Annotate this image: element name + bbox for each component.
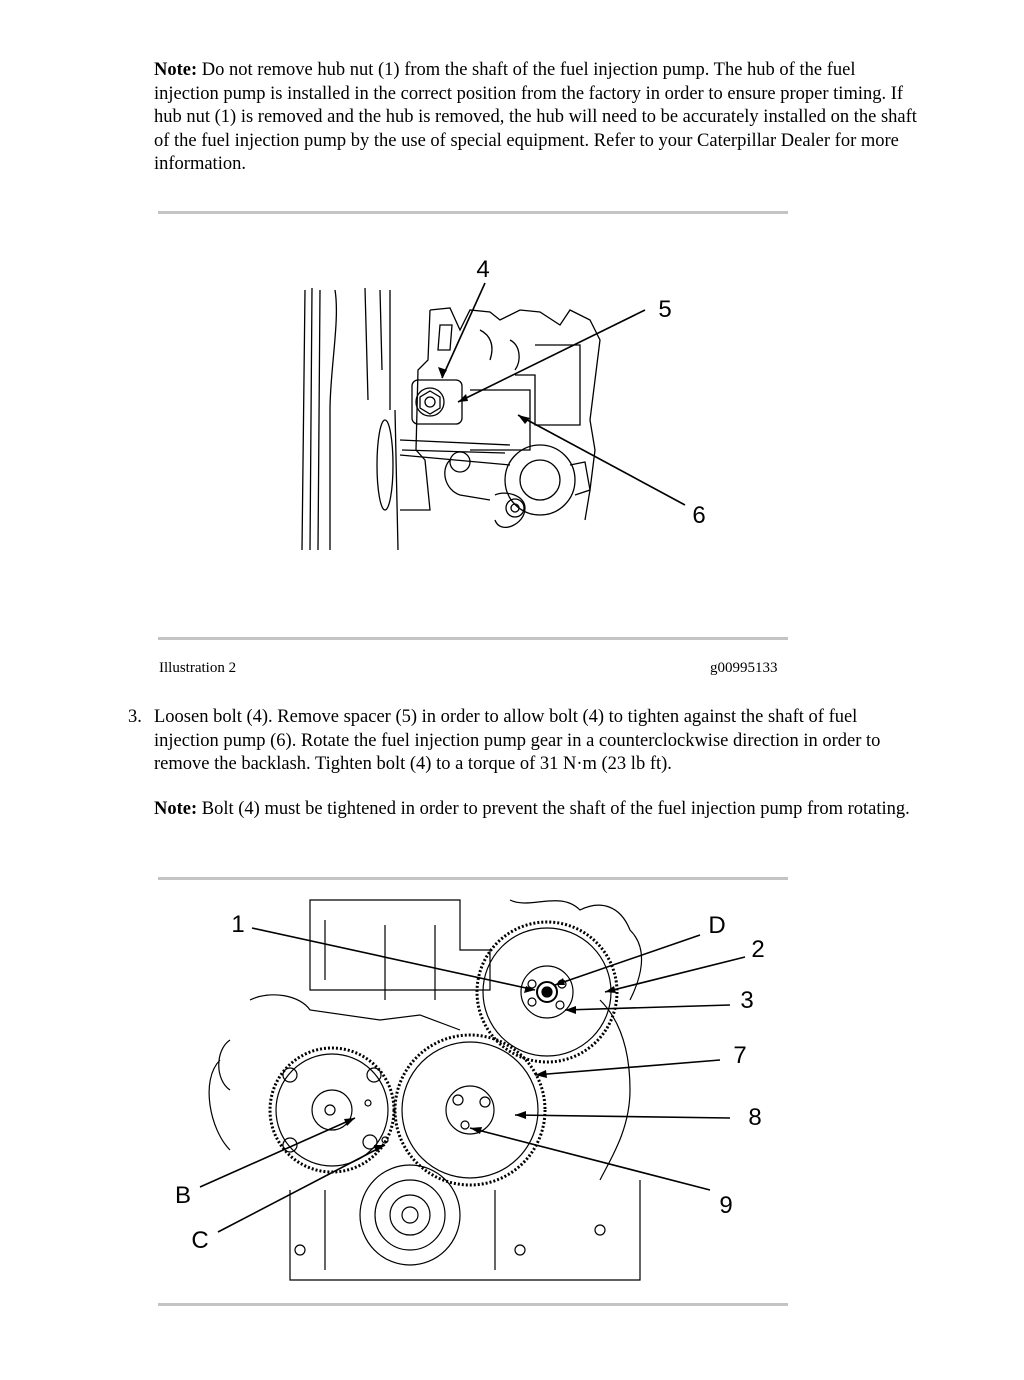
callout-5: 5 — [658, 296, 671, 323]
illustration-2-top-rule — [158, 211, 788, 214]
callout-7: 7 — [733, 1042, 746, 1069]
illustration-3-bottom-rule — [158, 1303, 788, 1306]
note-paragraph-2: Note: Bolt (4) must be tightened in orde… — [154, 798, 924, 822]
callout-C: C — [191, 1227, 208, 1254]
callout-3: 3 — [740, 987, 753, 1014]
callout-D: D — [708, 912, 725, 939]
step-3-text: Loosen bolt (4). Remove spacer (5) in or… — [154, 707, 881, 774]
note-paragraph-1: Note: Do not remove hub nut (1) from the… — [154, 59, 924, 177]
illustration-3-top-rule — [158, 877, 788, 880]
note-text: Do not remove hub nut (1) from the shaft… — [154, 60, 917, 174]
callout-B: B — [175, 1182, 191, 1209]
note-text: Bolt (4) must be tightened in order to p… — [201, 799, 910, 819]
illustration-2-bottom-rule — [158, 637, 788, 640]
callout-8: 8 — [748, 1104, 761, 1131]
illustration-code: g00995133 — [710, 660, 778, 676]
callout-4: 4 — [476, 256, 489, 283]
callout-2: 2 — [751, 936, 764, 963]
callout-9: 9 — [719, 1192, 732, 1219]
callout-6: 6 — [692, 502, 705, 529]
callout-1: 1 — [231, 911, 244, 938]
note-label: Note: — [154, 799, 198, 819]
illustration-caption: Illustration 2 — [159, 660, 237, 676]
illustration-3-figure: 1 D 2 3 7 8 9 B C — [175, 899, 765, 1281]
step-number: 3. — [128, 707, 142, 727]
note-label: Note: — [154, 60, 198, 80]
illustration-2-figure: 4 5 6 — [301, 256, 706, 550]
